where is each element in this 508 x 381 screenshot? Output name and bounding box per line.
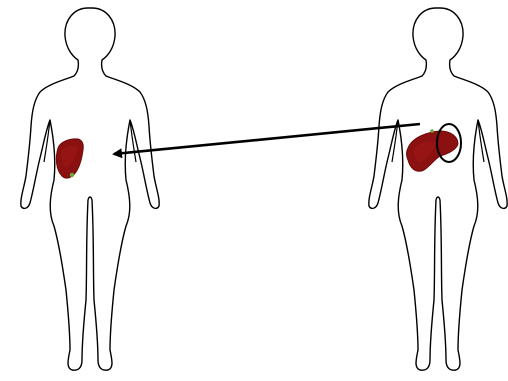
left-body-figure <box>21 8 159 370</box>
transfer-arrow <box>114 124 420 154</box>
right-gallbladder <box>430 129 434 133</box>
left-gallbladder <box>70 173 74 177</box>
right-body-figure <box>369 8 507 370</box>
left-arm-inner-line-left <box>44 120 50 162</box>
right-arm-inner-line-right <box>478 120 484 162</box>
right-liver-donor <box>407 124 462 171</box>
left-body-outline <box>21 8 159 370</box>
left-arm-inner-line-right <box>130 120 136 162</box>
right-body-outline <box>369 8 507 370</box>
left-liver-graft <box>56 139 83 178</box>
